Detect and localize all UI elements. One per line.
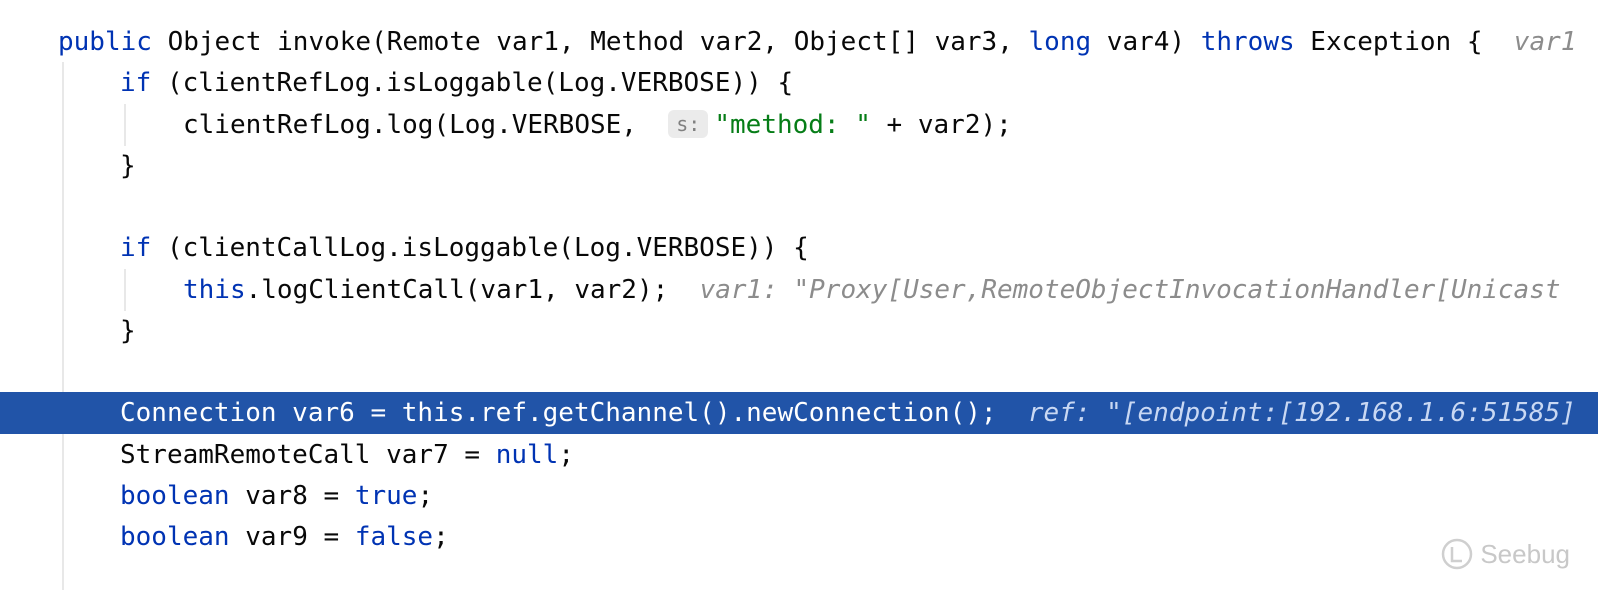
code-token: Object invoke(Remote var1, Method var2, … [151, 27, 1029, 57]
code-line[interactable]: boolean var9 = false; [0, 516, 1598, 558]
inline-debug-value: var1 [1513, 27, 1577, 57]
keyword-token: public [58, 27, 152, 57]
code-line-content: this.logClientCall(var1, var2); var1: "P… [183, 269, 1561, 311]
current-execution-line[interactable]: Connection var6 = this.ref.getChannel().… [0, 392, 1598, 434]
inline-debug-value: ref: "[endpoint:[192.168.1.6:51585] [1027, 398, 1576, 428]
code-token: clientRefLog.log(Log.VERBOSE, [183, 110, 669, 140]
code-line-content: } [120, 145, 136, 187]
indent-guide-if-2 [124, 269, 126, 311]
keyword-token: boolean [120, 522, 230, 552]
code-line-content: if (clientRefLog.isLoggable(Log.VERBOSE)… [120, 62, 793, 104]
code-token: (clientRefLog.isLoggable(Log.VERBOSE)) { [151, 68, 794, 98]
code-line[interactable]: } [0, 145, 1598, 187]
keyword-token: throws [1200, 27, 1295, 57]
code-line[interactable] [0, 186, 1598, 228]
string-literal: "method: " [714, 110, 871, 140]
keyword-token: if [120, 233, 152, 263]
keyword-token: true [354, 481, 418, 511]
code-token: Connection var6 = this.ref.getChannel().… [120, 398, 1028, 428]
code-token: } [120, 316, 136, 346]
code-token: + var2); [870, 110, 1012, 140]
code-token: var9 = [229, 522, 355, 552]
code-line[interactable]: if (clientCallLog.isLoggable(Log.VERBOSE… [0, 227, 1598, 269]
code-line[interactable]: boolean var8 = true; [0, 475, 1598, 517]
keyword-token: false [354, 522, 434, 552]
code-token: } [120, 151, 136, 181]
code-line-content: clientRefLog.log(Log.VERBOSE, s:"method:… [183, 104, 1012, 146]
code-line-content: } [120, 310, 136, 352]
code-token: ; [558, 440, 574, 470]
keyword-token: null [495, 440, 559, 470]
code-line-content: StreamRemoteCall var7 = null; [120, 434, 574, 476]
code-line[interactable] [0, 351, 1598, 393]
code-line-content: Connection var6 = this.ref.getChannel().… [120, 392, 1576, 434]
watermark-text: Seebug [1480, 538, 1570, 569]
code-line-content: boolean var8 = true; [120, 475, 433, 517]
code-line[interactable]: this.logClientCall(var1, var2); var1: "P… [0, 269, 1598, 311]
code-line[interactable]: if (clientRefLog.isLoggable(Log.VERBOSE)… [0, 62, 1598, 104]
code-line-content: boolean var9 = false; [120, 516, 449, 558]
code-line[interactable]: } [0, 310, 1598, 352]
code-token: var8 = [229, 481, 355, 511]
parameter-name-hint: s: [668, 110, 709, 138]
seebug-logo-icon [1442, 538, 1473, 570]
keyword-token: long [1028, 27, 1092, 57]
code-line[interactable]: clientRefLog.log(Log.VERBOSE, s:"method:… [0, 104, 1598, 146]
code-line[interactable]: StreamRemoteCall var7 = null; [0, 434, 1598, 476]
code-token: ; [433, 522, 449, 552]
code-line-content: if (clientCallLog.isLoggable(Log.VERBOSE… [120, 227, 809, 269]
code-token: ; [417, 481, 434, 511]
code-token: (clientCallLog.isLoggable(Log.VERBOSE)) … [151, 233, 809, 263]
code-token: Exception { [1294, 27, 1514, 57]
keyword-token: this [183, 275, 246, 305]
seebug-watermark: Seebug [1440, 534, 1570, 574]
indent-guide-if-1 [124, 104, 126, 146]
inline-debug-value: var1: "Proxy[User,RemoteObjectInvocation… [699, 275, 1561, 305]
code-line-content: public Object invoke(Remote var1, Method… [58, 21, 1576, 63]
code-line[interactable]: public Object invoke(Remote var1, Method… [0, 21, 1598, 63]
code-token: StreamRemoteCall var7 = [120, 440, 496, 470]
code-token: var4) [1091, 27, 1201, 57]
keyword-token: if [120, 68, 152, 98]
keyword-token: boolean [120, 481, 230, 511]
code-token: .logClientCall(var1, var2); [245, 275, 700, 305]
indent-guide-method [62, 62, 64, 590]
